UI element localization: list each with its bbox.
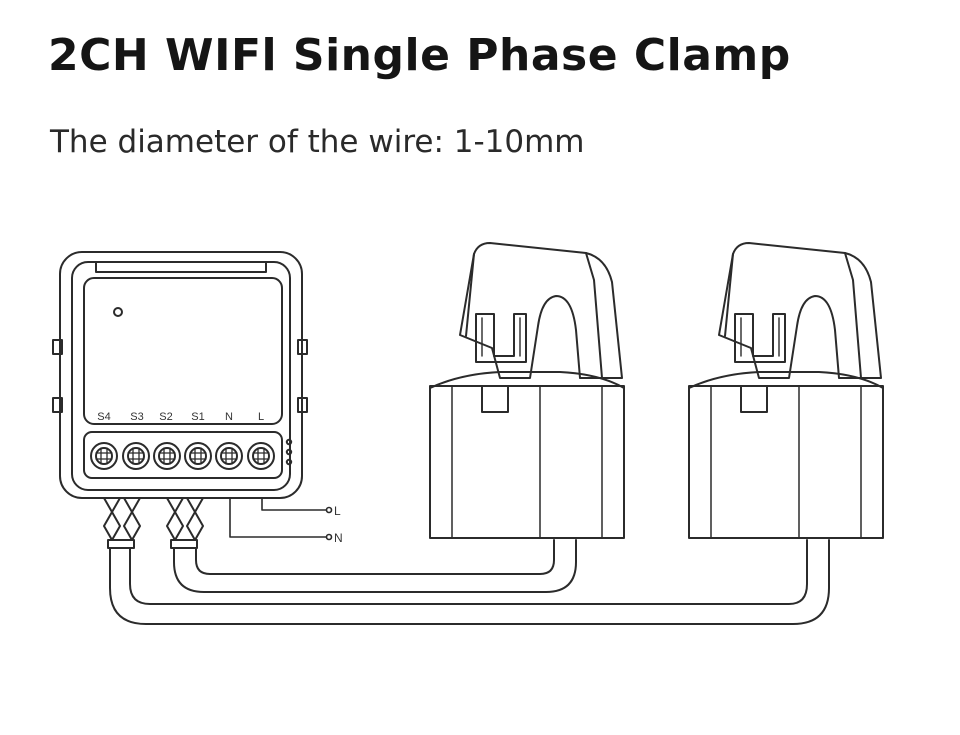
clamp-jaw [718, 242, 882, 379]
current-clamp-2 [688, 242, 884, 539]
clamp-window [740, 385, 768, 413]
neutral-wire-label: N [334, 531, 343, 545]
wire-sleeve [107, 539, 135, 549]
supply-wires: L N [229, 497, 343, 545]
cable-to-clamp-2 [109, 539, 830, 625]
terminal-label-s2: S2 [159, 411, 172, 423]
twisted-leads [103, 497, 204, 549]
module-side-tab [52, 339, 63, 355]
clamp-latch [734, 313, 786, 363]
clamp-window [481, 385, 509, 413]
neutral-wire [229, 497, 327, 538]
screw-icon [90, 442, 118, 470]
page-title: 2CH WIFl Single Phase Clamp [48, 30, 791, 81]
status-led [113, 307, 123, 317]
terminal-label-s1: S1 [191, 411, 204, 423]
screw-icon [184, 442, 212, 470]
module-front-face [83, 277, 283, 425]
wire-sleeve [170, 539, 198, 549]
wifi-module: S4 S3 S2 S1 N L [52, 251, 308, 499]
terminal-block [83, 431, 283, 479]
clamp-body-top [688, 371, 884, 389]
line-wire-end [325, 506, 333, 514]
clamp-jaw [459, 242, 623, 379]
neutral-wire-end [325, 533, 333, 541]
indicator-dot [285, 458, 293, 466]
terminal-label-n: N [225, 411, 233, 423]
indicator-dot [285, 438, 293, 446]
screw-icon [215, 442, 243, 470]
clamp-body-top [429, 371, 625, 389]
screw-icon [153, 442, 181, 470]
module-side-tab [52, 397, 63, 413]
module-top-notch [95, 261, 267, 273]
clamp-body [688, 385, 884, 539]
wire-diameter-spec: The diameter of the wire: 1-10mm [50, 124, 585, 160]
module-inner-rim [71, 261, 291, 491]
line-wire-label: L [334, 504, 341, 518]
screw-icon [122, 442, 150, 470]
line-wire [261, 497, 327, 511]
indicator-dot [285, 448, 293, 456]
screw-icon [247, 442, 275, 470]
terminal-label-l: L [258, 411, 264, 423]
terminal-label-s3: S3 [130, 411, 143, 423]
terminal-label-s4: S4 [97, 411, 110, 423]
clamp-body [429, 385, 625, 539]
current-clamp-1 [429, 242, 625, 539]
clamp-latch [475, 313, 527, 363]
terminal-screws [90, 442, 275, 470]
module-housing [59, 251, 303, 499]
cable-to-clamp-1 [173, 539, 577, 593]
